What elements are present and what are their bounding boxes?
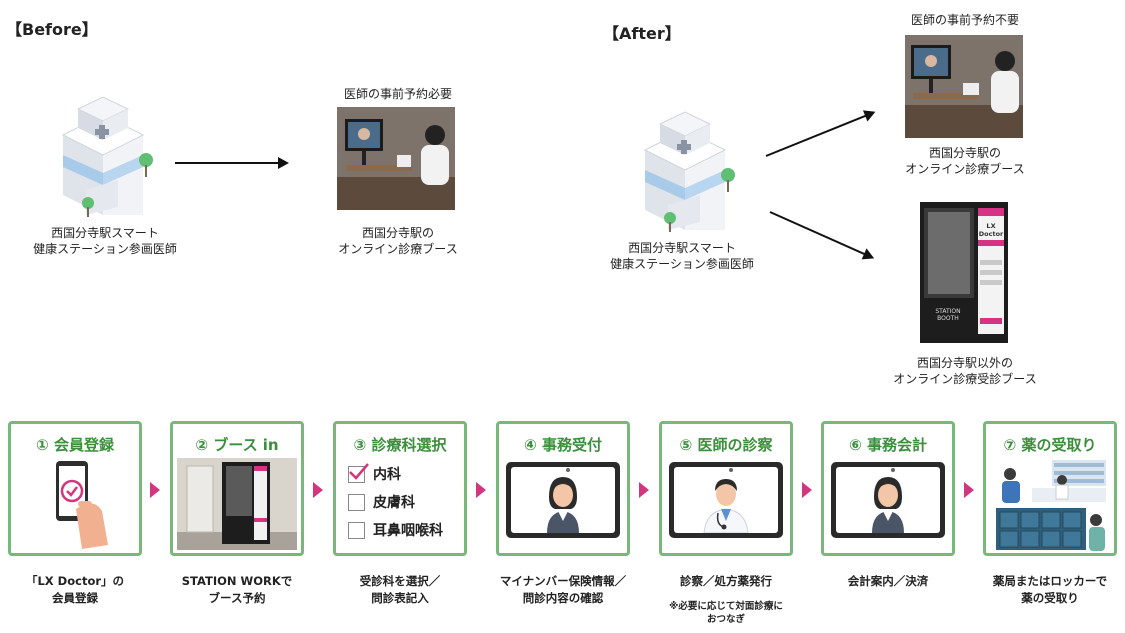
before-booth-top-label: 医師の事前予約必要 [343,87,452,101]
step-4-note: マイナンバー保険情報／ 問診内容の確認 [499,574,627,605]
step-connector-arrow [802,482,812,498]
step-title: ② ブース in [195,436,279,454]
step-connector-arrow [476,482,486,498]
step-2-note: STATION WORKで ブース予約 [181,574,293,605]
locker-icon [996,508,1105,551]
step-4-reception: ④ 事務受付 [496,421,630,556]
step-title: ③ 診療科選択 [353,436,447,454]
checkbox-unchecked[interactable] [348,521,365,539]
after-arrow-down [769,211,873,259]
step-6-note: 会計案内／決済 [847,574,929,588]
booth-room-photo [177,458,297,550]
step-connector-arrow [313,482,323,498]
monitor-icon [506,462,620,538]
checkbox-unchecked[interactable] [348,493,365,511]
department-label: 皮膚科 [373,495,415,511]
step-2-booth-in: ② ブース in [170,421,304,556]
step-connector-arrow [150,482,160,498]
booth-photo [905,35,1023,138]
step-7-note: 薬局またはロッカーで 薬の受取り [992,574,1108,605]
after-kiosk-caption: 西国分寺駅以外の オンライン診療受診ブース [893,356,1037,386]
department-label: 内科 [373,467,401,483]
department-label: 耳鼻咽喉科 [373,523,443,539]
hospital-icon [643,111,735,232]
step-1-note: 「LX Doctor」の 会員登録 [25,574,125,605]
step-title: ④ 事務受付 [524,436,602,454]
doctor-avatar-icon [703,479,749,533]
step-5-doctor-consultation: ⑤ 医師の診察 [659,421,793,556]
after-arrow-up [765,111,874,157]
kiosk-label: STATION BOOTH [935,308,961,322]
step-1-member-registration: ① 会員登録 [8,421,142,556]
before-arrow [175,157,289,169]
step-connector-arrow [964,482,974,498]
step-5-note: 診察／処方薬発行 [680,574,772,588]
hospital-icon [61,96,153,217]
after-hospital-caption: 西国分寺駅スマート 健康ステーション参画医師 [610,241,754,271]
before-heading: 【Before】 [6,20,98,39]
step-title: ① 会員登録 [36,436,114,454]
before-hospital-caption: 西国分寺駅スマート 健康ステーション参画医師 [33,226,177,256]
step-3-department-select: ③ 診療科選択 内科 皮膚科 耳鼻咽喉科 [333,421,467,556]
step-3-note: 受診科を選択／ 問診表記入 [359,574,441,605]
department-option-dermatology[interactable]: 皮膚科 [348,492,415,512]
before-booth-caption: 西国分寺駅の オンライン診療ブース [338,226,458,256]
receptionist-avatar-icon [547,477,579,533]
checkbox-checked[interactable] [348,462,369,483]
step-6-billing: ⑥ 事務会計 [821,421,955,556]
step-connector-arrow [639,482,649,498]
station-booth-kiosk: LX Doctor STATION BOOTH [918,200,1010,345]
monitor-icon [669,462,783,538]
monitor-icon [831,462,945,538]
booth-photo [337,107,455,210]
step-title: ⑦ 薬の受取り [1003,436,1097,454]
step-title: ⑥ 事務会計 [849,436,927,454]
department-option-ent[interactable]: 耳鼻咽喉科 [348,520,443,540]
after-booth-top-label: 医師の事前予約不要 [910,13,1019,27]
kiosk-brand: LX Doctor [978,222,1004,238]
step-5-subnote: ※必要に応じて対面診療に おつなぎ [669,601,783,625]
smartphone-check-icon [56,461,108,549]
after-heading: 【After】 [603,24,681,43]
clerk-avatar-icon [872,477,904,533]
after-booth-caption: 西国分寺駅の オンライン診療ブース [905,146,1025,176]
step-title: ⑤ 医師の診察 [679,436,773,454]
department-option-internal[interactable]: 内科 [348,462,401,484]
step-7-medicine-pickup: ⑦ 薬の受取り [983,421,1117,556]
pharmacy-illustration [1002,460,1106,503]
